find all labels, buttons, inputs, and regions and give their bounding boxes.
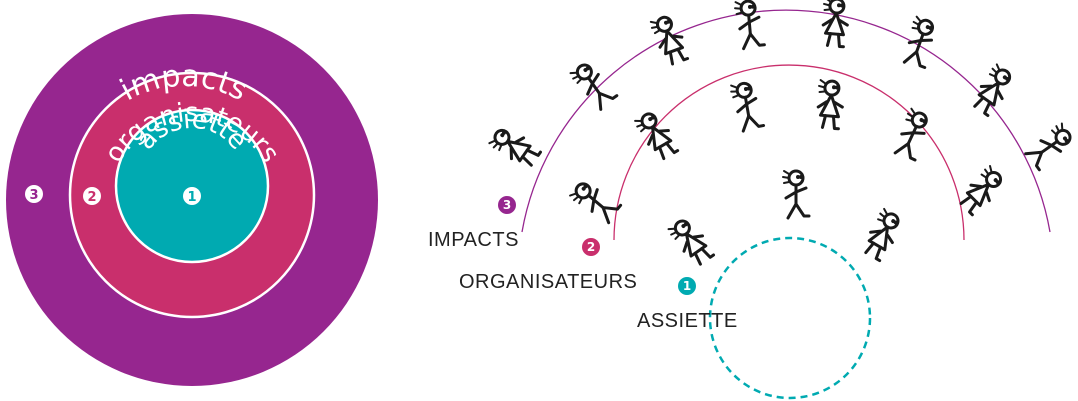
svg-text:3: 3 (29, 188, 38, 203)
assiette-circle (114, 108, 270, 264)
stick-figure (649, 15, 690, 66)
stick-figure (730, 81, 766, 133)
stick-figure (667, 219, 716, 266)
stick-figures (488, 0, 1072, 266)
stick-figure (959, 165, 1003, 217)
svg-text:1: 1 (187, 190, 196, 205)
organisateurs-side-label: ORGANISATEURS (459, 271, 638, 293)
impacts-badge: 3 (25, 185, 43, 203)
assiette-side-label: ASSIETTE (637, 310, 738, 332)
svg-text:2: 2 (87, 190, 96, 205)
assiette-number-badge: 1 (678, 277, 696, 295)
organisateurs-arc (613, 64, 965, 241)
stick-figure (973, 63, 1012, 117)
organisateurs-number-badge: 2 (582, 238, 600, 256)
stick-figure (734, 0, 766, 51)
stick-figure (902, 15, 935, 69)
arc-diagram (521, 9, 1051, 400)
stick-figure (864, 207, 900, 263)
stick-figure (1024, 122, 1072, 172)
stick-figure (821, 0, 849, 49)
assiette-badge: 1 (183, 187, 201, 205)
stick-figure (634, 112, 680, 161)
impacts-number-badge: 3 (498, 196, 516, 214)
organisateurs-badge: 2 (83, 187, 101, 205)
stick-figure (782, 169, 811, 220)
stick-figure (569, 63, 619, 111)
stick-figure (569, 182, 623, 225)
assiette-dashed-circle (708, 236, 872, 400)
impacts-arc (521, 9, 1051, 233)
stick-figure (488, 128, 542, 167)
stick-figure (816, 79, 844, 131)
impacts-side-label: IMPACTS (428, 229, 519, 251)
stick-figure (893, 107, 928, 162)
